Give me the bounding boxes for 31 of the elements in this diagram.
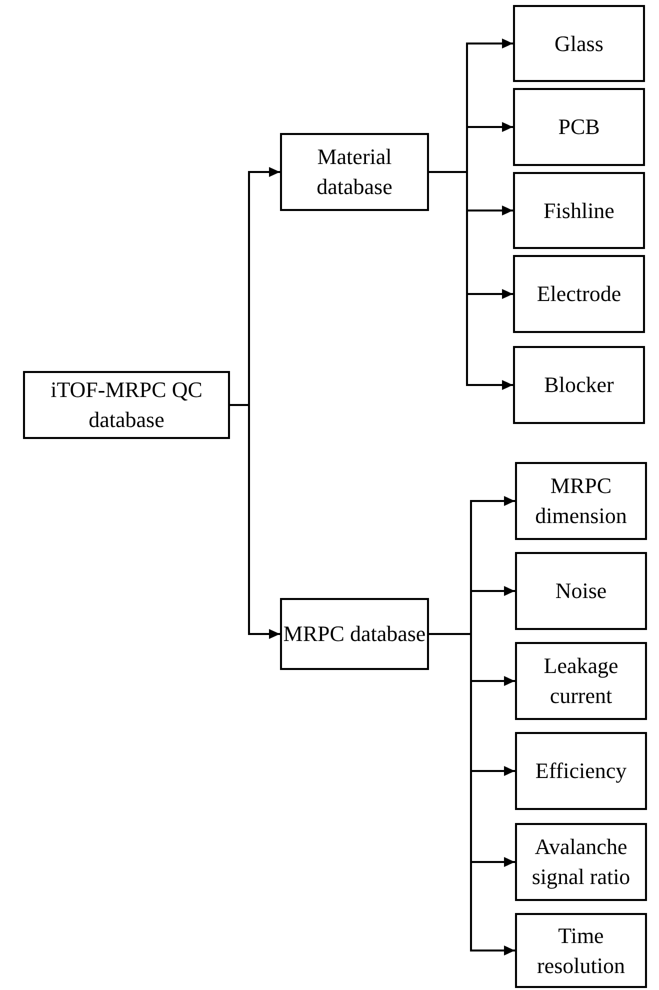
box-label: Electrode (536, 280, 622, 308)
box-label: Glass (554, 30, 604, 58)
process-box (515, 913, 647, 988)
box-label: Fishline (544, 196, 614, 225)
process-box (515, 462, 647, 540)
box-label: Efficiency (535, 757, 627, 786)
box-label: Material database (316, 143, 394, 201)
box-label: Noise (555, 577, 607, 606)
arrow (429, 171, 513, 390)
process-box (513, 88, 645, 166)
process-box (515, 642, 647, 720)
process-box (280, 598, 429, 670)
arrow (429, 633, 515, 956)
box-label: MRPC database (283, 620, 426, 648)
box-label: Leakage current (542, 652, 620, 710)
process-box (515, 732, 647, 810)
box-label: Avalanche signal ratio (530, 833, 632, 891)
box-label: MRPC dimension (534, 472, 628, 530)
box-label: Time resolution (536, 922, 626, 980)
box-label: PCB (558, 113, 600, 142)
process-box (280, 133, 429, 211)
process-box (513, 172, 645, 249)
process-box (23, 371, 230, 439)
process-box (515, 552, 647, 630)
box-label: iTOF-MRPC QC database (50, 376, 204, 434)
arrow (230, 404, 280, 639)
process-box (515, 823, 647, 901)
process-box (513, 5, 645, 82)
process-box (513, 255, 645, 333)
box-label: Blocker (544, 371, 614, 400)
process-box (513, 346, 645, 424)
